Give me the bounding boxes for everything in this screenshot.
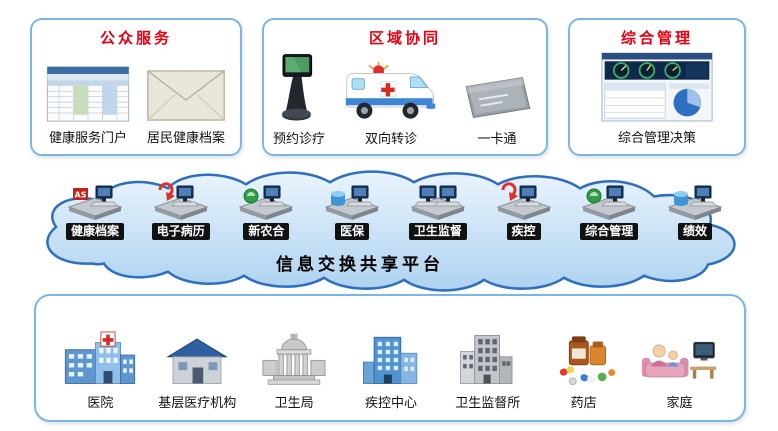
card-icon xyxy=(465,76,531,119)
platform-server-icon: AS xyxy=(68,185,122,221)
org-hospital-label: 医院 xyxy=(87,396,114,411)
cloud-platform: AS 健康档案 电子病历 新农合 xyxy=(22,166,758,294)
tower-gray-icon xyxy=(459,335,513,384)
org-hospital: 医院 xyxy=(60,330,140,411)
cloud-node-health-supervision: 卫生监督 xyxy=(408,178,467,240)
org-supervision-institute-label: 卫生监督所 xyxy=(455,396,521,411)
clinic-icon xyxy=(166,338,229,384)
ambulance-icon xyxy=(345,61,436,119)
org-primary-care-label: 基层医疗机构 xyxy=(158,396,237,411)
platform-arrow-icon xyxy=(154,182,208,221)
cloud-node-label: 新农合 xyxy=(243,223,290,240)
tower-blue-icon xyxy=(362,336,418,384)
panel-comprehensive-management-items: 综合管理决策 xyxy=(570,48,744,154)
platform-green-icon xyxy=(239,185,293,221)
cloud-node-management: 综合管理 xyxy=(580,178,639,240)
panel-public-service-items: 健康服务门户 居民健康档案 xyxy=(32,48,240,154)
cloud-node-label: 综合管理 xyxy=(580,223,639,240)
cloud-shape xyxy=(46,170,736,292)
org-family-label: 家庭 xyxy=(666,396,693,411)
cloud-node-performance: 绩效 xyxy=(666,178,724,240)
hospital-icon xyxy=(65,331,136,384)
cloud-nodes-row: AS 健康档案 电子病历 新农合 xyxy=(66,178,724,240)
org-health-bureau-label: 卫生局 xyxy=(274,396,314,411)
platform-database-icon xyxy=(325,185,379,221)
cloud-node-emr: 电子病历 xyxy=(151,178,210,240)
dashboard-icon xyxy=(601,52,713,122)
item-health-portal-label: 健康服务门户 xyxy=(48,131,127,146)
cloud-node-label: 电子病历 xyxy=(151,223,210,240)
org-health-bureau: 卫生局 xyxy=(254,330,334,411)
panel-regional-collaboration-title: 区域协同 xyxy=(368,29,441,47)
panel-regional-collaboration-items: 预约诊疗 双向转诊 xyxy=(264,48,546,155)
org-pharmacy-label: 药店 xyxy=(570,396,597,411)
org-supervision-institute: 卫生监督所 xyxy=(448,330,528,411)
family-icon xyxy=(642,341,717,379)
panel-public-service-title: 公众服务 xyxy=(99,29,172,47)
org-pharmacy: 药店 xyxy=(545,332,623,411)
svg-text:AS: AS xyxy=(75,191,87,200)
item-referral: 双向转诊 xyxy=(341,61,441,147)
envelope-icon xyxy=(147,70,225,121)
cloud-node-medical-insurance: 医保 xyxy=(323,178,381,240)
cloud-node-rural-coop: 新农合 xyxy=(237,178,295,240)
item-appointment: 预约诊疗 xyxy=(273,52,325,147)
panel-public-service: 公众服务 xyxy=(30,18,242,156)
org-cdc-label: 疾控中心 xyxy=(364,396,417,411)
panel-comprehensive-management: 综合管理 xyxy=(568,18,746,156)
panel-regional-collaboration: 区域协同 预约诊疗 xyxy=(262,18,548,156)
item-health-portal: 健康服务门户 xyxy=(46,66,130,146)
panel-organizations: 医院 基层医疗机构 xyxy=(34,294,746,422)
cloud-node-label: 卫生监督 xyxy=(408,223,467,240)
cloud-title: 信息交换共享平台 xyxy=(276,255,444,275)
cloud-node-cdc: 疾控 xyxy=(495,178,553,240)
item-decision: 综合管理决策 xyxy=(601,52,713,146)
org-cdc: 疾控中心 xyxy=(351,330,431,411)
item-decision-label: 综合管理决策 xyxy=(617,131,696,146)
platform-dual-icon xyxy=(411,185,465,221)
item-referral-label: 双向转诊 xyxy=(364,132,417,147)
cloud-node-label: 医保 xyxy=(335,223,370,240)
kiosk-icon xyxy=(282,54,313,121)
org-family: 家庭 xyxy=(639,332,719,411)
item-onecard-label: 一卡通 xyxy=(477,132,517,147)
item-onecard: 一卡通 xyxy=(457,72,537,147)
pills-icon xyxy=(559,336,615,386)
org-primary-care: 基层医疗机构 xyxy=(157,330,237,411)
platform-arrow-icon xyxy=(497,182,551,221)
platform-database-icon xyxy=(668,185,722,221)
item-appointment-label: 预约诊疗 xyxy=(272,132,325,147)
cloud-node-label: 疾控 xyxy=(506,223,541,240)
cloud-node-label: 绩效 xyxy=(677,223,712,240)
government-building-icon xyxy=(262,333,326,385)
platform-green-icon xyxy=(582,185,636,221)
spreadsheet-icon xyxy=(46,66,130,122)
cloud-node-health-record: AS 健康档案 xyxy=(66,178,125,240)
as-logo: AS xyxy=(73,188,88,200)
cloud-node-label: 健康档案 xyxy=(66,223,125,240)
item-resident-record-label: 居民健康档案 xyxy=(146,131,225,146)
item-resident-record: 居民健康档案 xyxy=(146,69,226,146)
panel-comprehensive-management-title: 综合管理 xyxy=(620,29,693,47)
